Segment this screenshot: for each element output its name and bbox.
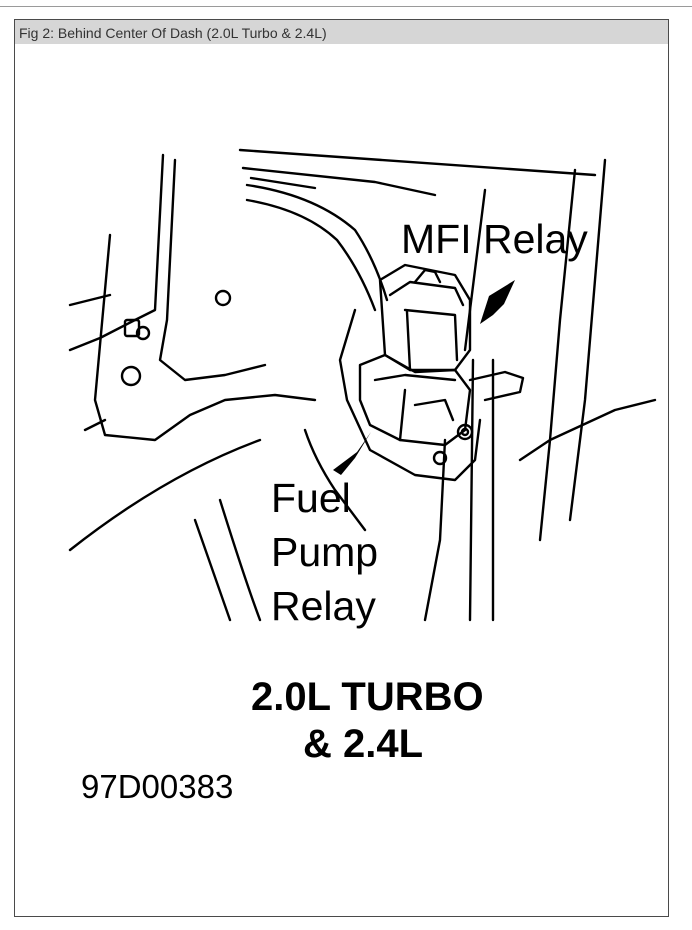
floor-line — [68, 438, 262, 552]
fuel-pump-relay-label-line2: Pump — [271, 529, 378, 575]
fuel-pump-relay-label-line3: Relay — [271, 583, 376, 629]
dash-top-rail — [238, 148, 597, 177]
fuel-pump-relay-body — [358, 353, 472, 447]
engine-label-line1: 2.0L TURBO — [251, 675, 484, 719]
wire-harness-upper — [245, 183, 389, 302]
relay-location-diagram: MFI Relay Fuel Pump Relay 2.0L TURBO & 2… — [68, 148, 657, 805]
mounting-bracket — [468, 358, 475, 622]
figure-caption-bar: Fig 2: Behind Center Of Dash (2.0L Turbo… — [15, 20, 668, 44]
engine-label-line2: & 2.4L — [303, 722, 423, 766]
dash-panel-outline — [68, 153, 165, 352]
panel-hole — [120, 365, 142, 387]
figure-code: 97D00383 — [81, 768, 233, 805]
dash-panel-edge — [93, 233, 317, 442]
figure-frame: Fig 2: Behind Center Of Dash (2.0L Turbo… — [14, 19, 669, 917]
right-panel-outline — [538, 168, 577, 542]
dash-panel-inner — [158, 158, 267, 382]
mfi-relay-label: MFI Relay — [401, 216, 588, 262]
fuel-pump-relay-label-line1: Fuel — [271, 475, 351, 521]
relay-mounting-plate — [338, 308, 482, 482]
fuel-pump-relay-arrow — [333, 432, 371, 475]
mounting-bolt — [456, 423, 474, 441]
top-divider — [0, 6, 692, 7]
figure-caption: Fig 2: Behind Center Of Dash (2.0L Turbo… — [19, 25, 327, 41]
wire-harness-lower — [245, 198, 377, 312]
mfi-relay-arrow — [480, 280, 515, 324]
